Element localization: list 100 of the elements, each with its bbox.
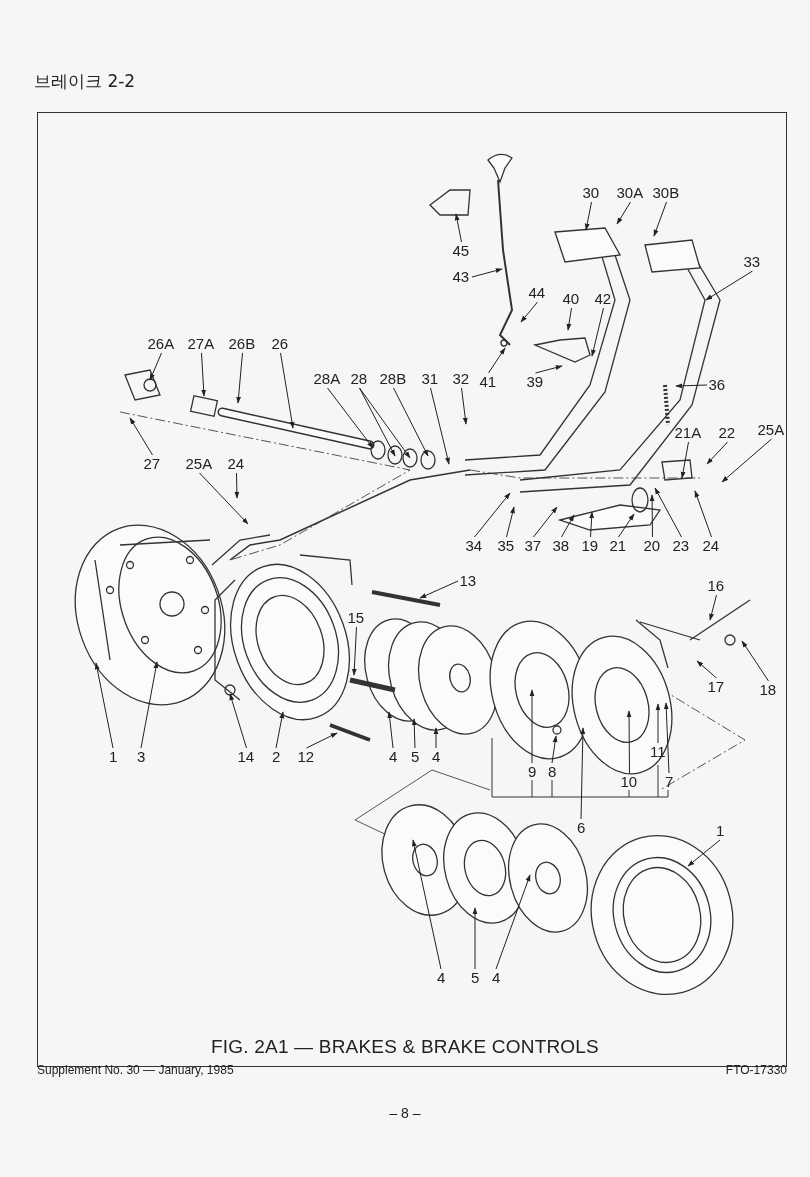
callout-number: 4 (491, 970, 502, 986)
leader-line (654, 487, 682, 538)
callout-number: 28B (378, 371, 408, 387)
callout-number: 10 (619, 774, 639, 790)
leader-line (471, 268, 503, 278)
leader-line (359, 387, 411, 459)
leader-line (351, 626, 357, 676)
callout-number: 4 (436, 970, 447, 986)
leader-line (580, 727, 586, 820)
leader-line (535, 365, 563, 374)
callout-number: 14 (236, 749, 256, 765)
leader-line (506, 506, 515, 538)
leader-line (566, 307, 572, 331)
leader-line (472, 907, 478, 970)
callout-number: 17 (706, 679, 726, 695)
leader-line (618, 513, 635, 538)
leader-line (696, 660, 717, 679)
callout-number: 3 (136, 749, 147, 765)
callout-number: 26A (146, 336, 176, 352)
leader-line (201, 352, 207, 397)
callout-number: 21A (673, 425, 703, 441)
leader-line (454, 213, 462, 243)
callout-number: 23 (671, 538, 691, 554)
footer-note: Supplement No. 30 — January, 1985 (37, 1063, 234, 1077)
callout-number: 42 (593, 291, 613, 307)
leader-line (129, 417, 153, 456)
callout-number: 6 (576, 820, 587, 836)
callout-number: 33 (742, 254, 762, 270)
leader-line (533, 506, 558, 538)
callout-number: 38 (551, 538, 571, 554)
callout-number: 1 (715, 823, 726, 839)
leader-line (589, 511, 595, 538)
callout-number: 13 (458, 573, 478, 589)
callout-number: 12 (296, 749, 316, 765)
callout-number: 2 (271, 749, 282, 765)
callout-number: 30 (581, 185, 601, 201)
leader-line (663, 702, 670, 774)
leader-line (706, 441, 728, 465)
callout-number: 5 (410, 749, 421, 765)
callout-number: 11 (649, 744, 667, 760)
leader-line (411, 839, 442, 970)
leader-line (649, 494, 655, 538)
leader-line (529, 689, 535, 764)
leader-line (694, 490, 712, 538)
leader-line (687, 839, 721, 867)
callout-number: 18 (758, 682, 778, 698)
leader-line (140, 661, 159, 749)
callout-number: 1 (108, 749, 119, 765)
leader-line (551, 735, 558, 764)
callout-number: 31 (420, 371, 440, 387)
callout-number: 19 (580, 538, 600, 554)
callout-number: 45 (451, 243, 471, 259)
leader-line (327, 387, 374, 449)
callout-number: 28A (312, 371, 342, 387)
leader-line (675, 383, 708, 389)
callout-number: 20 (642, 538, 662, 554)
callout-number: 32 (451, 371, 471, 387)
callout-number: 25A (756, 422, 786, 438)
figure-code: FTO-17330 (725, 1063, 787, 1077)
leader-line (433, 727, 439, 749)
callout-number: 26 (270, 336, 290, 352)
callout-number: 40 (561, 291, 581, 307)
leader-line (359, 387, 396, 457)
callout-number: 44 (527, 285, 547, 301)
leader-line (561, 514, 575, 538)
leader-line (474, 492, 511, 538)
leader-line (680, 441, 689, 479)
leader-line (616, 201, 631, 225)
page-header: 브레이크 2-2 (34, 70, 136, 93)
leader-line (520, 301, 538, 323)
callout-number: 43 (451, 269, 471, 285)
figure-caption: FIG. 2A1 — BRAKES & BRAKE CONTROLS (211, 1036, 599, 1057)
leader-line (653, 201, 667, 237)
leader-line (236, 352, 243, 404)
callout-number: 4 (431, 749, 442, 765)
callout-number: 26B (227, 336, 257, 352)
leader-line (461, 387, 468, 425)
callout-number: 27 (142, 456, 162, 472)
callout-number: 4 (388, 749, 399, 765)
callout-number: 36 (707, 377, 727, 393)
leader-line (430, 387, 450, 465)
leader-line (199, 472, 249, 525)
callout-number: 28 (349, 371, 369, 387)
callout-number: 15 (346, 610, 366, 626)
callout-number: 21 (608, 538, 628, 554)
leader-line (94, 662, 114, 749)
callout-number: 5 (470, 970, 481, 986)
callout-number: 8 (547, 764, 558, 780)
callout-number: 25A (184, 456, 214, 472)
leader-line (584, 201, 592, 231)
leader-line (393, 387, 429, 457)
page-number: – 8 – (388, 1105, 422, 1121)
callout-number: 39 (525, 374, 545, 390)
leader-line (280, 352, 295, 429)
callout-number: 34 (464, 538, 484, 554)
leader-line (655, 703, 661, 744)
callout-number: 24 (226, 456, 246, 472)
callout-number: 30B (651, 185, 681, 201)
leader-line (234, 472, 240, 499)
leader-line (387, 711, 394, 749)
